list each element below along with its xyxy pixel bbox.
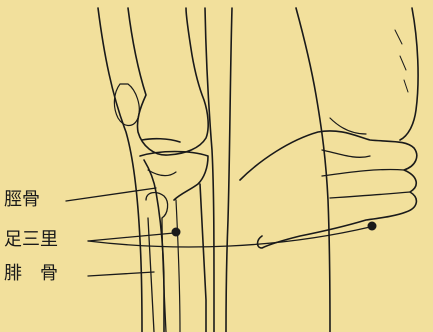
label-fibula: 腓 骨 xyxy=(4,264,58,284)
finger-line-1 xyxy=(322,169,404,176)
leader-line-fibula xyxy=(88,272,154,276)
femur-condyle-line xyxy=(142,139,180,142)
thumb-line xyxy=(322,150,370,157)
zusanli-point-left xyxy=(172,228,181,237)
zusanli-point-right xyxy=(368,222,377,231)
patella-outline xyxy=(114,84,139,126)
hand-palm xyxy=(240,131,417,248)
leader-line-tibia xyxy=(66,188,156,201)
label-zusanli: 足三里 xyxy=(4,230,58,250)
thigh-hatching xyxy=(395,30,408,92)
right-leg-inner-contour xyxy=(296,8,330,332)
tibia-medial-edge xyxy=(200,184,206,332)
right-leg-outer-contour xyxy=(226,8,232,332)
femur-outline xyxy=(128,8,208,155)
tibia-tuberosity xyxy=(148,170,176,176)
tibia-inner-shaft xyxy=(176,200,180,332)
right-thigh-back xyxy=(400,8,418,140)
label-tibia: 脛骨 xyxy=(4,190,40,210)
finger-line-2 xyxy=(330,192,410,198)
